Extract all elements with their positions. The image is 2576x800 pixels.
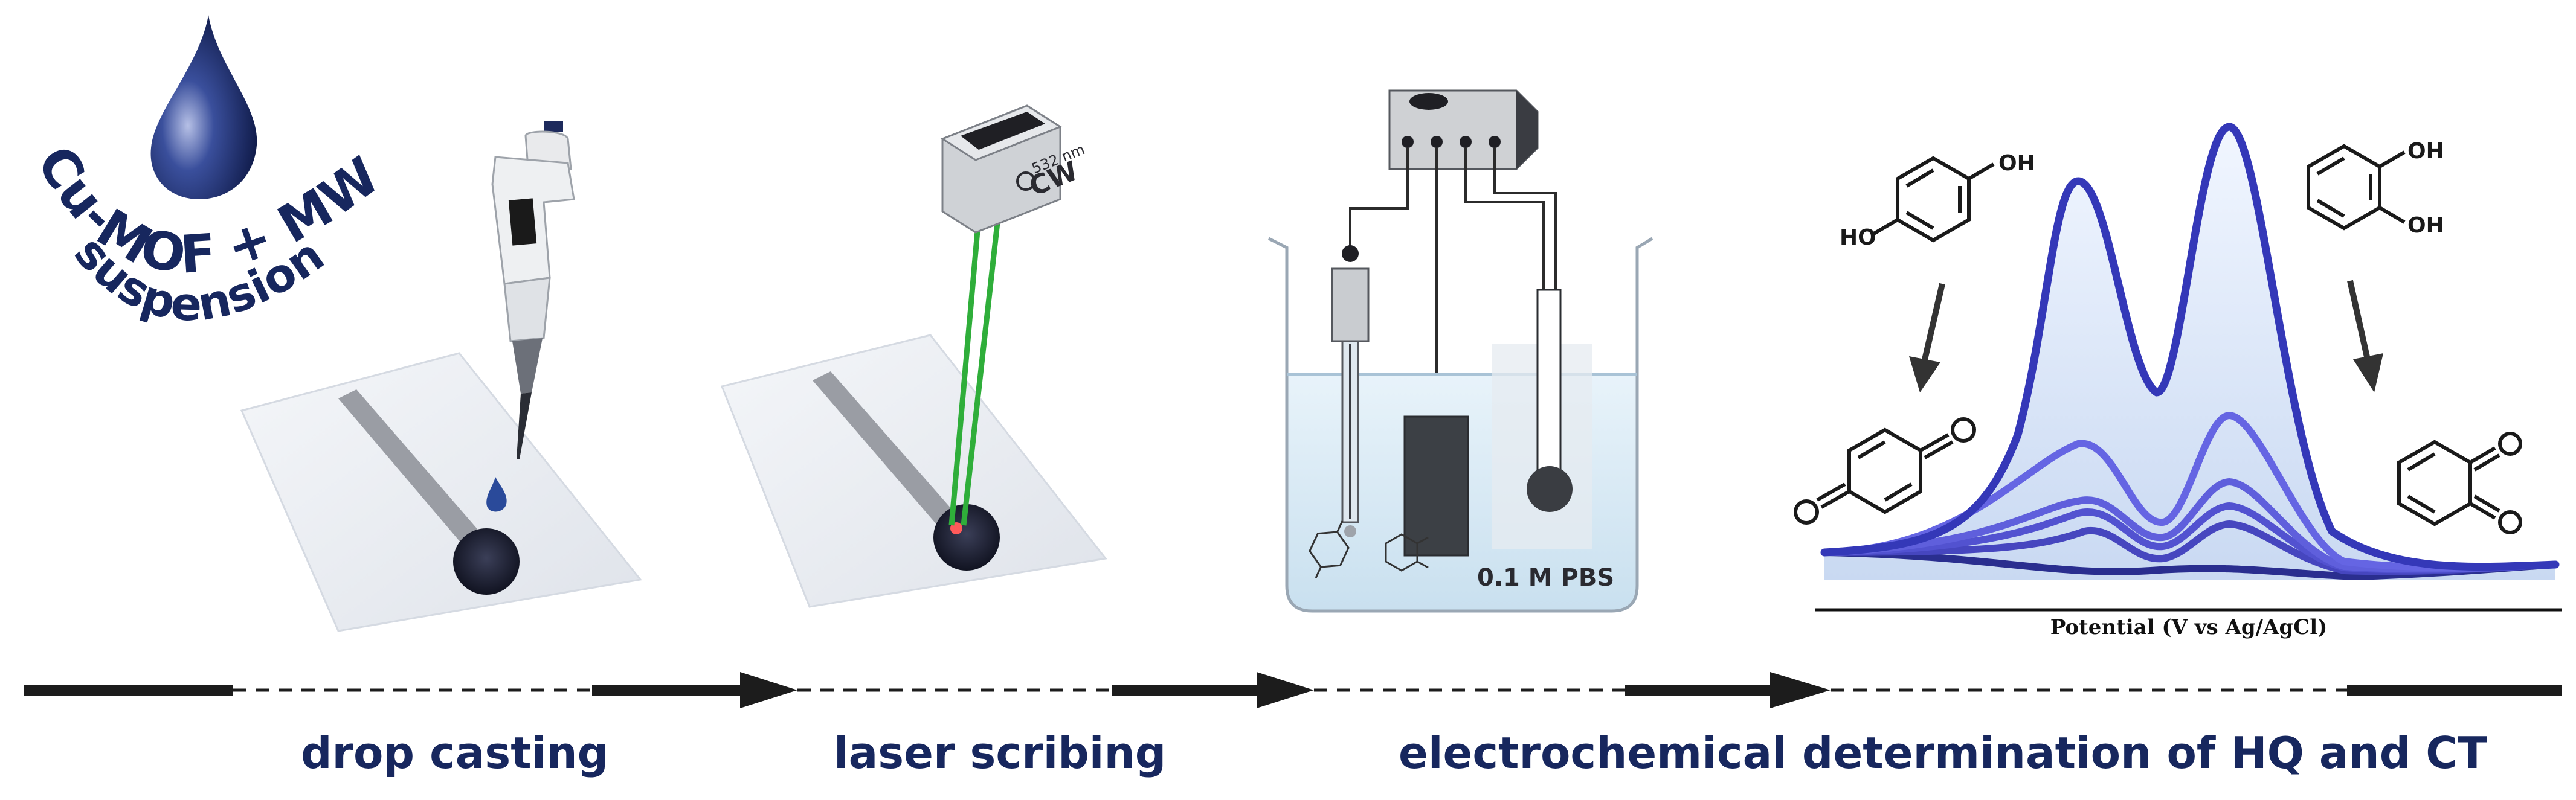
catechol-structure-icon [2307, 144, 2406, 231]
pipette-icon [486, 121, 575, 512]
beaker-icon [1267, 237, 1653, 613]
benzoquinone-structure-icon [1794, 417, 1976, 525]
hydroquinone-structure-icon [1872, 156, 1995, 243]
laser-head-icon: 532 nm CW [940, 104, 1087, 234]
electrochemical-cell-illustration: 0.1 M PBS [1267, 89, 1653, 613]
reaction-arrow-icon [1909, 356, 1940, 392]
cv-curves [1820, 123, 2560, 581]
timeline [24, 672, 2562, 708]
timeline-arrow-1 [740, 672, 797, 708]
drop-casting-illustration: Cu-MOF + MWCNT suspension [0, 0, 642, 632]
reaction-arrow-icon-2 [2353, 353, 2383, 392]
potentiostat-icon [1388, 89, 1539, 170]
o-benzoquinone-structure-icon [2397, 432, 2522, 534]
hq-oh-label: OH [1998, 151, 2035, 176]
potential-axis-label: Potential (V vs Ag/AgCl) [2050, 615, 2328, 639]
timeline-arrow-3 [1770, 672, 1831, 708]
hq-ho-label: HO [1840, 225, 1876, 250]
timeline-arrow-2 [1257, 672, 1314, 708]
electrolyte-label: 0.1 M PBS [1477, 564, 1614, 592]
step-label-electrochemical: electrochemical determination of HQ and … [1399, 728, 2488, 778]
laser-scribing-illustration: 532 nm CW [720, 104, 1107, 608]
step-label-drop-casting: drop casting [301, 728, 609, 778]
electrode-track [338, 389, 492, 558]
suspension-drop-icon [150, 15, 257, 199]
reference-electrode [1331, 245, 1370, 537]
catechol-in-cell-icon [1385, 533, 1429, 572]
ct-oh-top-label: OH [2407, 139, 2444, 164]
electrode-track-2 [813, 371, 961, 531]
electrode-spot [453, 528, 520, 595]
voltammogram-illustration: Potential (V vs Ag/AgCl) OH HO [1794, 123, 2562, 639]
step-label-laser-scribing: laser scribing [834, 728, 1167, 778]
hydroquinone-in-cell-icon [1309, 520, 1350, 578]
working-electrode [1492, 289, 1592, 549]
counter-electrode [1403, 415, 1469, 557]
ct-oh-right-label: OH [2407, 213, 2444, 238]
